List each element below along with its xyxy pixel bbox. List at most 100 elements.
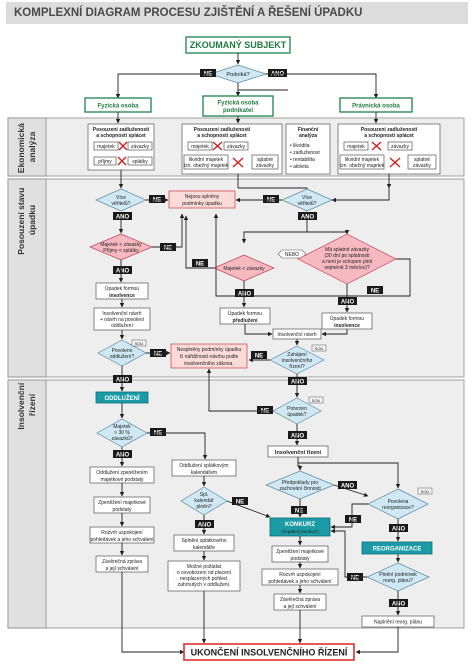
svg-text:Podniká?: Podniká? <box>226 72 249 78</box>
upadek-insolvence-right: Úpadek formou insolvence <box>321 312 373 330</box>
svg-text:majetek: majetek <box>191 144 209 150</box>
svg-text:tzn. obežný majetek: tzn. obežný majetek <box>184 163 229 169</box>
oddluzeni-splatkovym: Oddlužení splátkovým kalendářem <box>171 459 237 477</box>
tag-ano: ANO <box>389 524 408 533</box>
svg-text:Více: Více <box>116 195 126 201</box>
svg-text:analýza: analýza <box>299 133 317 139</box>
svg-text:Finanční: Finanční <box>298 127 319 133</box>
node-fyzicka-osoba-podnikatel: Fyzická osoba podnikatel <box>202 95 274 117</box>
svg-text:NE: NE <box>371 289 379 295</box>
svg-text:UKONČENÍ INSOLVENČNÍHO ŘÍZENÍ: UKONČENÍ INSOLVENČNÍHO ŘÍZENÍ <box>191 647 348 658</box>
tag-ne: NE <box>192 259 208 268</box>
svg-text:Potvrzen: Potvrzen <box>287 406 307 412</box>
tag-sou: SOU <box>417 487 433 495</box>
svg-text:ANO: ANO <box>271 72 285 78</box>
svg-text:Insolvenční návrh: Insolvenční návrh <box>277 332 316 338</box>
svg-text:předlužení: předlužení <box>232 318 258 324</box>
tag-ne: NE <box>257 406 273 415</box>
tag-ano: ANO <box>288 431 307 440</box>
ins-navrh-oddluzeni: Insolvenční návrh + návrh na povolení od… <box>93 307 151 331</box>
decision-podnika: Podniká? <box>208 64 268 84</box>
tag-ano: ANO <box>235 289 254 298</box>
svg-text:Majetek < závazky: Majetek < závazky <box>223 266 265 272</box>
svg-text:závazky: závazky <box>131 144 150 150</box>
svg-text:Posouzení stavu úpadku: Posouzení stavu úpadku <box>16 185 37 254</box>
oddluzeni-zpenezenim: Oddlužení zpeněžením majetkové podstaty <box>89 466 155 484</box>
rozvrh-uspokojeni-1: Rozvrh uspokojení pohledávek a jeho schv… <box>89 526 155 544</box>
svg-text:Plnění podmínek: Plnění podmínek <box>379 572 417 578</box>
svg-text:oddlužení?: oddlužení? <box>110 354 135 360</box>
svg-text:NEBO: NEBO <box>285 252 299 258</box>
x-icon <box>117 156 127 166</box>
svg-text:Posouzení zadluženosti: Posouzení zadluženosti <box>93 127 150 133</box>
tag-ne: NE <box>251 351 267 360</box>
svg-text:NE: NE <box>204 72 212 78</box>
splneni-splatkoveho: Splnění splátkového kalendáře <box>173 534 235 552</box>
svg-text:zahrnutých v oddlužení.: zahrnutých v oddlužení. <box>178 582 231 588</box>
svg-text:• aktivita: • aktivita <box>290 164 309 170</box>
svg-text:podnikatel: podnikatel <box>223 108 253 114</box>
tag-ano: ANO <box>268 69 287 78</box>
svg-text:Úpadek formou: Úpadek formou <box>330 315 364 322</box>
svg-text:Majetek: Majetek <box>113 424 131 430</box>
svg-text:NE: NE <box>255 354 263 360</box>
svg-text:kalendářem: kalendářem <box>191 470 217 476</box>
decision-plneni-podminek: Plnění podmínek reorg. plánu? <box>366 562 430 592</box>
svg-text:či nářdžností návrhu podle: či nářdžností návrhu podle <box>180 354 239 360</box>
svg-text:> 30 %: > 30 % <box>114 430 130 436</box>
svg-text:majetek: majetek <box>347 144 365 150</box>
upadek-insolvence-left: Úpadek formou insolvence <box>95 282 149 300</box>
svg-text:a její schválení: a její schválení <box>283 604 317 610</box>
svg-text:splátky: splátky <box>132 159 148 165</box>
svg-text:Ekonomická analýza: Ekonomická analýza <box>16 121 37 173</box>
svg-text:Zahájení: Zahájení <box>287 352 307 358</box>
svg-text:Posouzení zadluženosti: Posouzení zadluženosti <box>194 127 251 133</box>
svg-text:insolvenčního: insolvenčního <box>282 358 313 364</box>
svg-text:podstaty: podstaty <box>291 556 310 562</box>
svg-text:řízení?: řízení? <box>289 364 305 370</box>
svg-text:Nesplněny podmínky úpadku: Nesplněny podmínky úpadku <box>177 347 242 353</box>
node-pravnicka-osoba: Právnická osoba <box>339 97 413 113</box>
svg-text:zachování činnosti: zachování činnosti <box>279 486 320 492</box>
svg-text:příjmy: příjmy <box>98 159 112 165</box>
svg-text:ANO: ANO <box>198 523 212 529</box>
svg-text:Oddlužení splátkovým: Oddlužení splátkovým <box>179 463 228 469</box>
svg-text:REORGANIZACE: REORGANIZACE <box>373 547 422 553</box>
svg-text:• zadluženost: • zadluženost <box>290 150 320 156</box>
svg-text:závazků?: závazků? <box>111 435 132 442</box>
tag-ne: NE <box>232 497 248 506</box>
upadek-predluzeni: Úpadek formou předlužení <box>219 307 271 325</box>
svg-text:Právnická osoba: Právnická osoba <box>352 104 400 110</box>
svg-text:(nepatrný konkurz): (nepatrný konkurz) <box>281 529 319 534</box>
tag-ne: NE <box>150 428 166 437</box>
svg-text:Zpeněžení majetkové: Zpeněžení majetkové <box>276 549 324 555</box>
tag-ano: ANO <box>195 520 214 529</box>
svg-text:Spl.: Spl. <box>200 492 209 498</box>
svg-text:Má splatné závazky: Má splatné závazky <box>325 247 369 253</box>
svg-text:majetek: majetek <box>97 144 115 150</box>
econ-box-pravnicka: Posouzení zadluženosti a schopnosti splá… <box>337 123 441 175</box>
section-label: Insolvenční <box>16 382 26 429</box>
svg-text:Naplnění reorg. plánu: Naplnění reorg. plánu <box>374 620 422 626</box>
svg-text:závazky: závazky <box>227 144 246 150</box>
svg-text:ANO: ANO <box>392 527 406 533</box>
tag-ano: ANO <box>338 481 357 490</box>
svg-text:NE: NE <box>236 500 244 506</box>
svg-text:• rentabilita: • rentabilita <box>290 157 315 163</box>
svg-text:NE: NE <box>261 409 269 415</box>
tag-sou: SOU <box>311 344 327 352</box>
x-icon <box>232 157 244 168</box>
svg-text:Fyzická osoba: Fyzická osoba <box>97 104 139 110</box>
econ-box-podnikatel: Posouzení zadluženosti a schopnosti splá… <box>181 123 283 175</box>
svg-text:oddlužení: oddlužení <box>111 323 133 329</box>
decision-vice-veritelu-right: Více věřitelů? <box>281 188 333 212</box>
svg-text:likvidní majetek: likvidní majetek <box>345 157 380 163</box>
svg-text:Úpadek formou: Úpadek formou <box>105 285 139 292</box>
svg-text:NE: NE <box>267 198 275 204</box>
decision-majetek-30: Majetek > 30 % závazků? <box>96 418 148 448</box>
konkurz-node: KONKURZ (nepatrný konkurz) <box>269 517 331 537</box>
svg-text:Insolvenční návrh: Insolvenční návrh <box>102 311 141 317</box>
x-icon <box>389 157 401 168</box>
svg-text:Závěrečná zpráva: Závěrečná zpráva <box>102 559 142 565</box>
